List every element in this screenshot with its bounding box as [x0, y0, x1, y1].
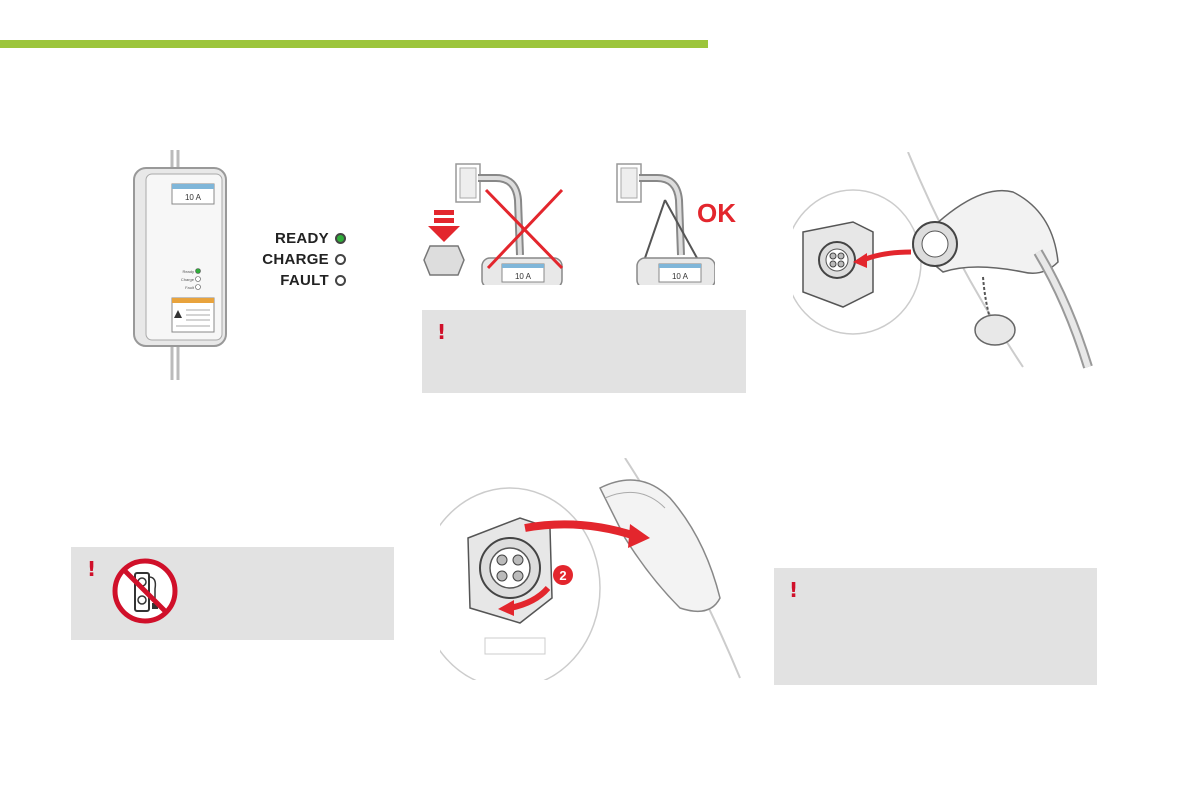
warning-symbol-1: ! — [87, 557, 97, 581]
step-number-badge: 2 — [559, 568, 566, 583]
led-label-ready: READY — [274, 230, 329, 247]
warning-box-3: ! — [774, 568, 1097, 685]
plate-value: 10 A — [185, 193, 202, 202]
wrong-support-illustration: 10 A — [423, 163, 564, 285]
warning-box-1: ! — [71, 547, 394, 640]
led-row-ready: READY — [246, 228, 346, 249]
plug-insertion-illustration — [793, 152, 1093, 369]
led-row-fault: FAULT — [246, 270, 346, 291]
ok-label: OK — [697, 198, 736, 228]
warning-symbol-2: ! — [437, 320, 447, 344]
ready-led-icon — [335, 233, 346, 244]
correct-support-illustration: 10 A — [616, 163, 715, 285]
no-extension-cord-icon — [112, 558, 178, 624]
fault-led-icon — [335, 275, 346, 286]
charging-flap-illustration: 2 — [440, 458, 741, 680]
wrong-plate-value: 10 A — [515, 272, 532, 281]
small-led-label-fault: Fault — [185, 285, 195, 290]
led-label-fault: FAULT — [280, 272, 329, 289]
header-accent-bar — [0, 40, 708, 48]
charge-led-icon — [335, 254, 346, 265]
warning-symbol-3: ! — [789, 578, 799, 602]
small-led-label-ready: Ready — [182, 269, 194, 274]
charging-unit-illustration: 10 A Ready Charge Fault — [133, 150, 227, 380]
ok-plate-value: 10 A — [672, 272, 689, 281]
warning-box-2: ! — [422, 310, 746, 393]
small-led-label-charge: Charge — [181, 277, 195, 282]
led-row-charge: CHARGE — [246, 249, 346, 270]
led-label-charge: CHARGE — [262, 251, 329, 268]
status-led-legend: READY CHARGE FAULT — [246, 228, 346, 291]
